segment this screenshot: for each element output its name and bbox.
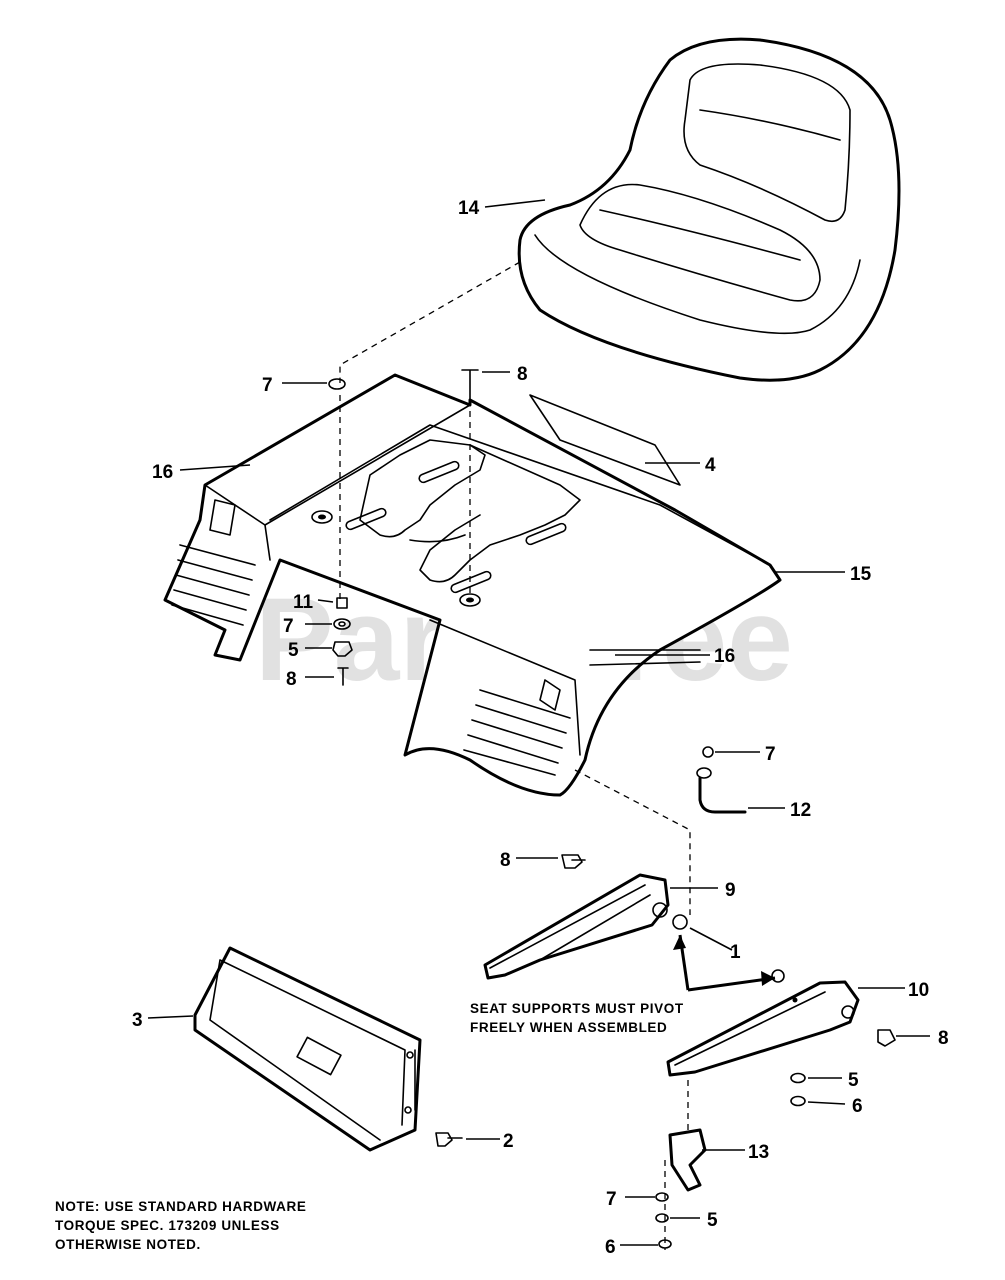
hardware-note: NOTE: USE STANDARD HARDWARE TORQUE SPEC.… — [55, 1199, 306, 1252]
battery-box-part — [193, 946, 463, 1152]
label-7: 7 — [283, 616, 294, 637]
label-14: 14 — [458, 198, 480, 219]
label-8: 8 — [500, 850, 511, 871]
label-9: 9 — [725, 880, 736, 901]
label-5: 5 — [848, 1070, 859, 1091]
label-6: 6 — [605, 1237, 616, 1258]
label-10: 10 — [908, 980, 929, 1001]
decal-part — [529, 394, 681, 486]
pivot-note: SEAT SUPPORTS MUST PIVOT FREELY WHEN ASS… — [470, 1001, 684, 1035]
label-6: 6 — [852, 1096, 863, 1117]
label-7: 7 — [765, 744, 776, 765]
label-4: 4 — [705, 455, 716, 476]
label-5: 5 — [288, 640, 299, 661]
pivot-arrows — [673, 934, 776, 992]
hardware-note-line3: OTHERWISE NOTED. — [55, 1237, 201, 1252]
hardware-note-line2: TORQUE SPEC. 173209 UNLESS — [55, 1218, 280, 1233]
label-16: 16 — [152, 462, 173, 483]
label-7: 7 — [262, 375, 273, 396]
fender-part — [163, 373, 782, 797]
label-15: 15 — [850, 564, 872, 585]
label-8: 8 — [286, 669, 297, 690]
leader-lines — [147, 199, 930, 1246]
side-decal-part — [589, 649, 701, 666]
label-16: 16 — [714, 646, 735, 667]
label-3: 3 — [132, 1010, 143, 1031]
label-8: 8 — [938, 1028, 949, 1049]
seat-support-right — [666, 980, 860, 1077]
label-12: 12 — [790, 800, 811, 821]
fender-hardware — [328, 369, 479, 686]
pivot-bar-part — [696, 746, 747, 814]
hardware-note-line1: NOTE: USE STANDARD HARDWARE — [55, 1199, 306, 1214]
label-2: 2 — [503, 1131, 514, 1152]
latch-part — [668, 1128, 707, 1192]
pivot-note-line1: SEAT SUPPORTS MUST PIVOT — [470, 1001, 684, 1016]
pivot-note-line2: FREELY WHEN ASSEMBLED — [470, 1020, 667, 1035]
label-1: 1 — [730, 942, 741, 963]
assembly-lines — [339, 261, 691, 1250]
label-7: 7 — [606, 1189, 617, 1210]
label-8: 8 — [517, 364, 528, 385]
part-labels: 14 7 8 16 4 15 11 7 5 8 16 7 12 8 9 1 10… — [132, 198, 949, 1258]
label-13: 13 — [748, 1142, 769, 1163]
seat-part — [517, 37, 901, 382]
seat-support-left — [483, 873, 670, 980]
label-11: 11 — [293, 592, 314, 613]
label-5: 5 — [707, 1210, 718, 1231]
